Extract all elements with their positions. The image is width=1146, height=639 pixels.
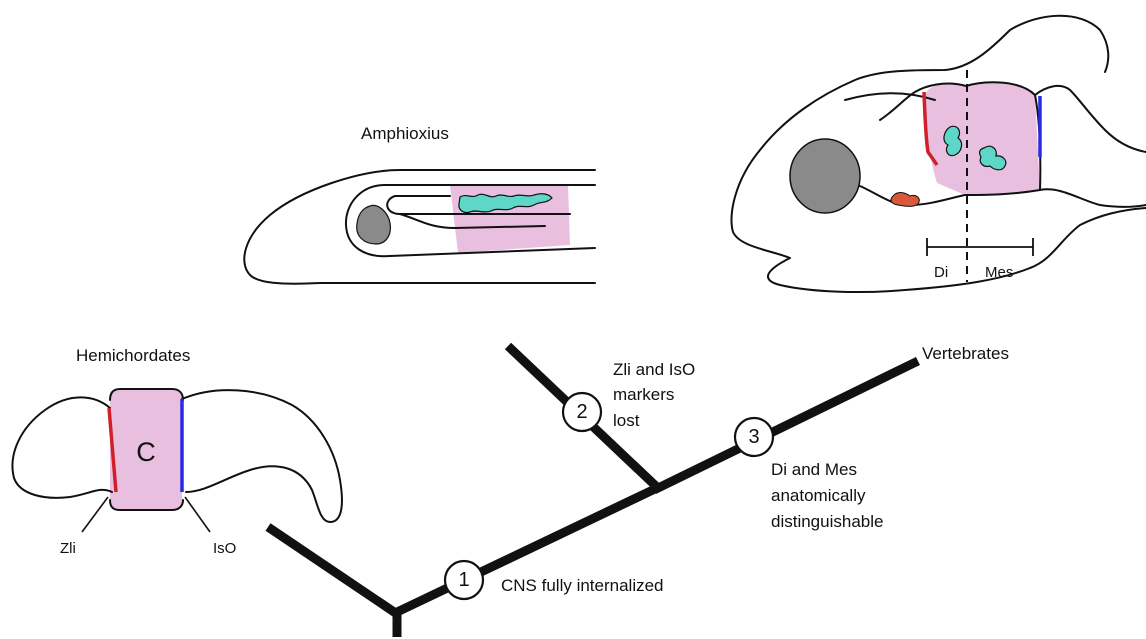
amphioxus-label: Amphioxius bbox=[361, 124, 449, 143]
iso-leader-line bbox=[185, 497, 210, 532]
event-2-line-1: Zli and IsO bbox=[613, 360, 695, 379]
vertebrate-skull-upper-line bbox=[845, 93, 935, 100]
event-3-line-1: Di and Mes bbox=[771, 460, 857, 479]
vertebrates-label: Vertebrates bbox=[922, 344, 1009, 363]
event-3-line-3: distinguishable bbox=[771, 512, 883, 531]
hemichordates-label: Hemichordates bbox=[76, 346, 190, 365]
hemichordate-illustration: Hemichordates C Zli IsO bbox=[12, 346, 341, 557]
vertebrate-pink-region bbox=[924, 82, 1040, 195]
event-2-number: 2 bbox=[576, 401, 587, 423]
event-2-line-3: lost bbox=[613, 411, 640, 430]
region-scale-bar bbox=[927, 238, 1033, 256]
event-2-text: Zli and IsO markers lost bbox=[613, 360, 695, 430]
vertebrate-marker-di bbox=[944, 126, 962, 155]
amphioxus-illustration: Amphioxius bbox=[244, 124, 595, 284]
event-3-text: Di and Mes anatomically distinguishable bbox=[771, 460, 883, 531]
tree-branch-hemichordates bbox=[268, 527, 397, 614]
hemichordate-proboscis-outline bbox=[12, 397, 112, 497]
hemichordate-trunk-outline bbox=[182, 390, 342, 522]
zli-leader-line bbox=[82, 497, 108, 532]
event-node-1: 1 bbox=[445, 561, 483, 599]
amphioxus-frontal-eye bbox=[357, 205, 391, 244]
vertebrate-marker-ventral bbox=[891, 193, 919, 207]
event-node-2: 2 bbox=[563, 393, 601, 431]
event-1-text: CNS fully internalized bbox=[501, 576, 664, 595]
mes-label: Mes bbox=[985, 264, 1013, 281]
vertebrate-illustration: Di Mes bbox=[731, 16, 1146, 292]
amphioxus-pink-region bbox=[450, 185, 570, 253]
vertebrate-eye bbox=[790, 139, 860, 213]
iso-label: IsO bbox=[213, 540, 236, 557]
phylogenetic-tree: 1 2 3 CNS fully internalized Zli and IsO… bbox=[268, 344, 1009, 637]
di-label: Di bbox=[934, 264, 948, 281]
event-3-number: 3 bbox=[748, 426, 759, 448]
event-2-line-2: markers bbox=[613, 385, 674, 404]
event-3-line-2: anatomically bbox=[771, 486, 866, 505]
event-node-3: 3 bbox=[735, 418, 773, 456]
event-1-number: 1 bbox=[458, 569, 469, 591]
collar-c-label: C bbox=[136, 437, 156, 467]
zli-label: Zli bbox=[60, 540, 76, 557]
